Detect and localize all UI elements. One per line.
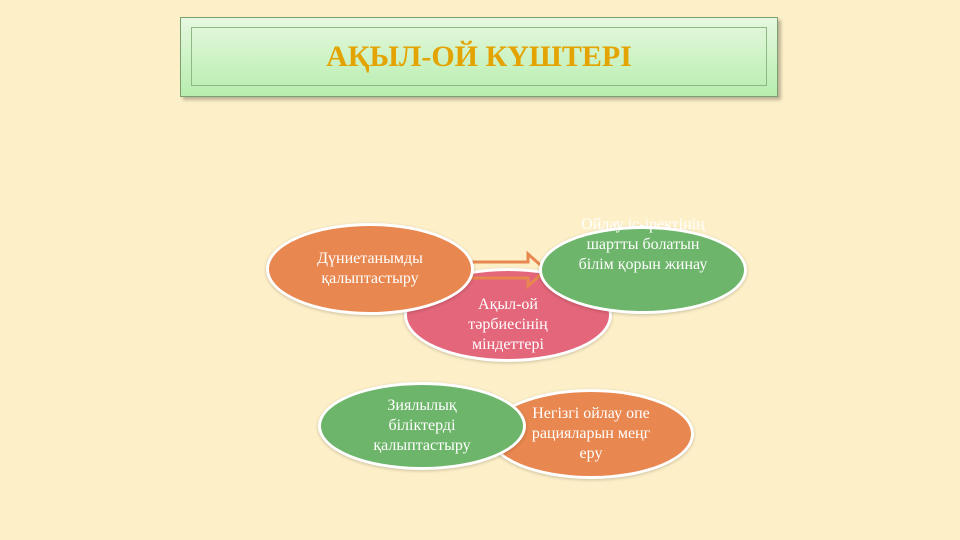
- page-title: АҚЫЛ-ОЙ КҮШТЕРІ: [326, 39, 632, 73]
- node-knowledge-label: Ойлау іс-іректінің шартты болатын білім …: [578, 216, 708, 273]
- arrow-right-icon: [470, 250, 549, 290]
- node-intellect-label: Зиялылық біліктерді қалыптастыру: [373, 397, 471, 454]
- node-worldview-label: Дүниетанымды қалыптастыру: [317, 250, 423, 287]
- node-intellect: Зиялылық біліктерді қалыптастыру: [318, 382, 526, 470]
- center-node-label: Ақыл-ой тәрбиесінің міндеттері: [468, 296, 548, 353]
- title-banner: АҚЫЛ-ОЙ КҮШТЕРІ: [180, 17, 778, 97]
- node-knowledge: Ойлау іс-іректінің шартты болатын білім …: [539, 216, 747, 314]
- node-operations-label: Негізгі ойлау операцияларын меңгеру: [531, 405, 651, 462]
- title-inner-frame: АҚЫЛ-ОЙ КҮШТЕРІ: [191, 27, 767, 86]
- node-worldview: Дүниетанымды қалыптастыру: [266, 223, 474, 315]
